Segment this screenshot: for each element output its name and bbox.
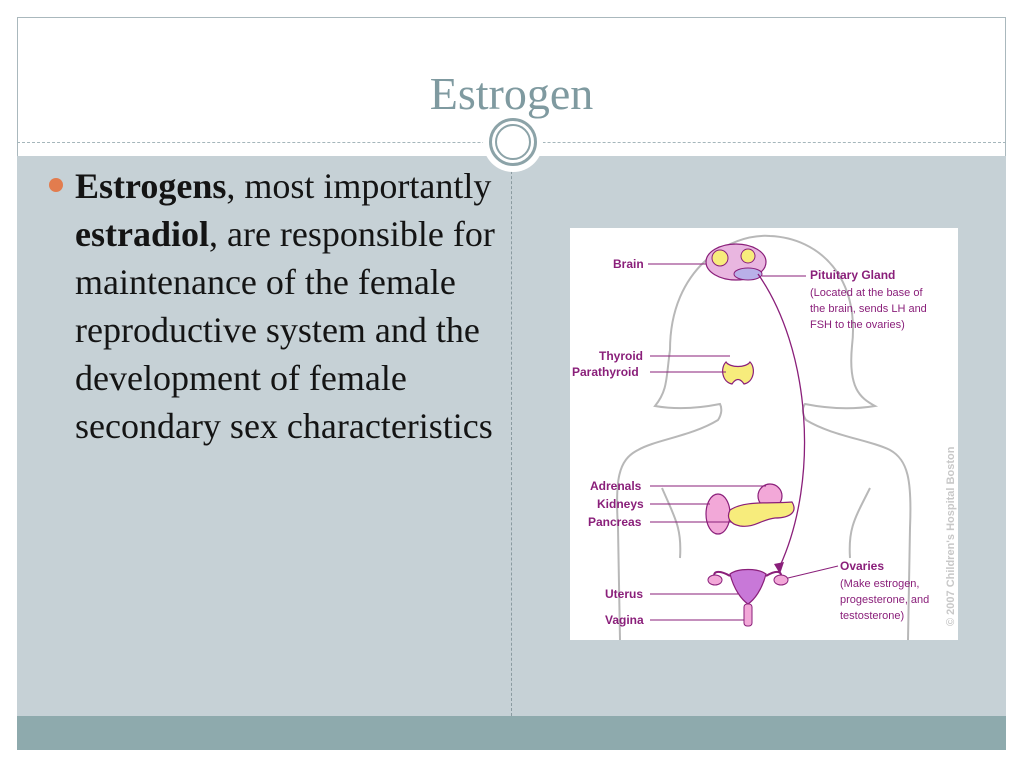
label-pituitary-note-1: (Located at the base of bbox=[810, 287, 923, 299]
label-ovaries-note-2: progesterone, and bbox=[840, 594, 929, 606]
kidney-left-shape bbox=[705, 493, 731, 535]
label-uterus: Uterus bbox=[605, 587, 643, 601]
label-vagina: Vagina bbox=[605, 613, 644, 627]
bullet-bold-estrogens: Estrogens bbox=[75, 166, 227, 206]
label-kidneys: Kidneys bbox=[597, 497, 644, 511]
waist-outline bbox=[661, 487, 871, 559]
arrow-head-icon bbox=[774, 562, 784, 574]
column-divider bbox=[511, 156, 512, 716]
brain-lobe bbox=[740, 248, 756, 264]
pituitary-shape bbox=[733, 267, 763, 281]
leader-ovaries bbox=[787, 565, 839, 579]
title-area: Estrogen bbox=[17, 17, 1006, 142]
endocrine-diagram-svg: Brain Pituitary Gland (Located at the ba… bbox=[572, 234, 957, 640]
bullet-text-1: , most importantly bbox=[226, 166, 492, 206]
ovary-left-shape bbox=[707, 574, 723, 586]
brain-lobe bbox=[711, 249, 729, 267]
ovary-right-shape bbox=[773, 574, 789, 586]
label-ovaries-note-1: (Make estrogen, bbox=[840, 578, 919, 590]
label-pituitary-note-2: the brain, sends LH and bbox=[810, 303, 927, 315]
hormone-arrow bbox=[757, 273, 806, 567]
ornament-inner-ring-icon bbox=[495, 124, 531, 160]
slide-title: Estrogen bbox=[429, 68, 594, 119]
diagram-copyright: © 2007 Children's Hospital Boston bbox=[945, 446, 957, 626]
thyroid-shape bbox=[722, 361, 754, 385]
label-thyroid: Thyroid bbox=[599, 349, 643, 363]
bullet-bold-estradiol: estradiol bbox=[75, 214, 209, 254]
label-pituitary: Pituitary Gland bbox=[810, 268, 895, 282]
label-pituitary-note-3: FSH to the ovaries) bbox=[810, 319, 905, 331]
footer-bar bbox=[17, 716, 1006, 750]
body-outline bbox=[616, 234, 912, 640]
label-pancreas: Pancreas bbox=[588, 515, 642, 529]
bullet-text: Estrogens, most importantly estradiol, a… bbox=[75, 162, 495, 450]
vagina-shape bbox=[743, 603, 753, 627]
pancreas-shape bbox=[727, 501, 795, 527]
bullet-text-2: , are responsible for maintenance of the… bbox=[75, 214, 495, 446]
label-parathyroid: Parathyroid bbox=[572, 365, 639, 379]
uterus-shape bbox=[729, 568, 767, 605]
label-brain: Brain bbox=[613, 257, 644, 271]
endocrine-diagram: Brain Pituitary Gland (Located at the ba… bbox=[570, 228, 958, 640]
bullet-icon bbox=[49, 178, 63, 192]
label-adrenals: Adrenals bbox=[590, 479, 642, 493]
label-ovaries: Ovaries bbox=[840, 559, 884, 573]
label-ovaries-note-3: testosterone) bbox=[840, 610, 904, 622]
